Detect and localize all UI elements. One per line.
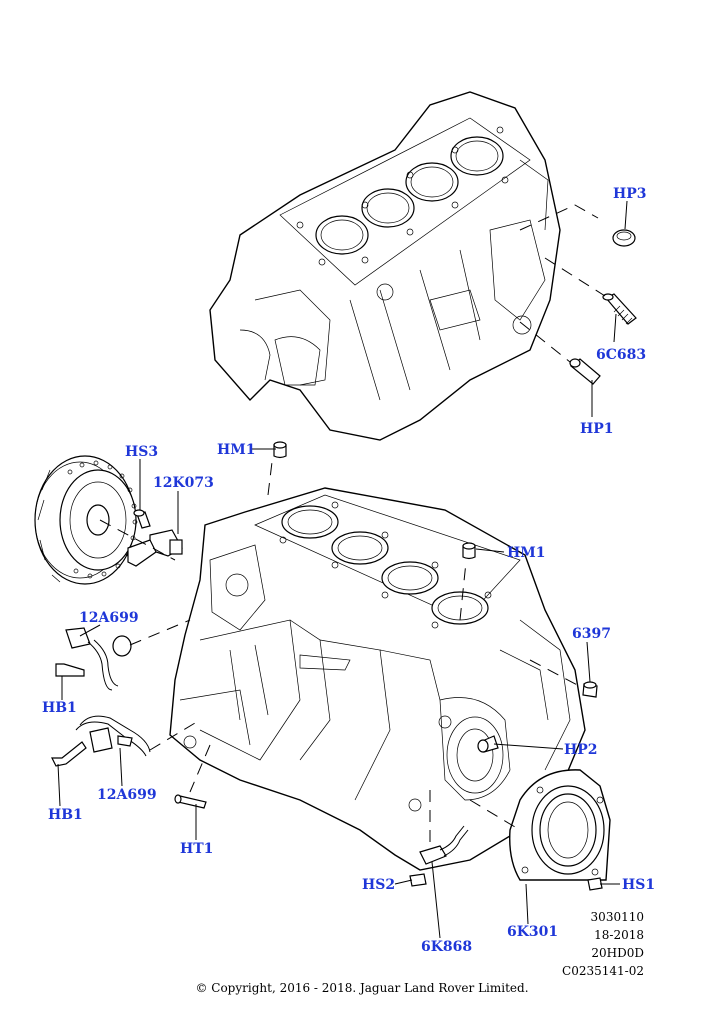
6k868-bracket xyxy=(419,825,469,865)
callout-hp2[interactable]: HP2 xyxy=(564,742,598,758)
12k073-crank-sensor xyxy=(127,529,183,567)
6c683-bolt xyxy=(602,293,637,325)
callout-hs1[interactable]: HS1 xyxy=(622,877,656,893)
hm1-dowel-right xyxy=(462,542,476,560)
callout-hs2[interactable]: HS2 xyxy=(362,877,396,893)
reference-line-3: 20HD0D xyxy=(591,946,644,960)
callout-6k868[interactable]: 6K868 xyxy=(421,939,473,955)
callout-hb1-bottom[interactable]: HB1 xyxy=(48,807,83,823)
12a699-top-sensor xyxy=(65,627,132,691)
hm1-dowel-top xyxy=(273,441,287,459)
callout-6k301[interactable]: 6K301 xyxy=(507,924,559,940)
callout-hm1-top[interactable]: HM1 xyxy=(217,442,256,458)
hp2-plug xyxy=(477,735,499,753)
leader-lines xyxy=(57,200,628,939)
12a699-bottom-sensor xyxy=(75,715,151,757)
reference-line-2: 18-2018 xyxy=(594,928,644,942)
callout-6c683[interactable]: 6C683 xyxy=(596,347,647,363)
callout-hp1[interactable]: HP1 xyxy=(580,421,614,437)
callout-12a699-top[interactable]: 12A699 xyxy=(79,610,139,626)
hp1-plug xyxy=(569,358,601,385)
copyright-notice: © Copyright, 2016 - 2018. Jaguar Land Ro… xyxy=(195,981,529,995)
callout-hp3[interactable]: HP3 xyxy=(613,186,647,202)
callout-hm1-right[interactable]: HM1 xyxy=(507,545,546,561)
callout-12a699-bottom[interactable]: 12A699 xyxy=(97,787,157,803)
reference-line-4: C0235141-02 xyxy=(562,964,644,978)
callout-6397[interactable]: 6397 xyxy=(572,626,611,642)
6k301-seal-retainer xyxy=(509,769,611,881)
hs1-bolt xyxy=(587,877,603,891)
ht1-tube xyxy=(174,794,207,809)
hp3-ring xyxy=(612,229,636,247)
lower-engine-block xyxy=(169,487,586,871)
crank-pulley xyxy=(34,455,138,585)
hb1-bolt-top xyxy=(55,663,85,677)
reference-line-1: 3030110 xyxy=(590,910,644,924)
callout-ht1[interactable]: HT1 xyxy=(180,841,214,857)
hb1-bolt-bottom xyxy=(51,741,87,767)
upper-engine-block xyxy=(209,91,561,441)
hs2-bolt xyxy=(409,873,427,887)
6397-plug xyxy=(582,681,598,698)
callout-12k073[interactable]: 12K073 xyxy=(153,475,214,491)
hs3-bolt xyxy=(133,509,151,529)
callout-hb1-top[interactable]: HB1 xyxy=(42,700,77,716)
callout-hs3[interactable]: HS3 xyxy=(125,444,159,460)
